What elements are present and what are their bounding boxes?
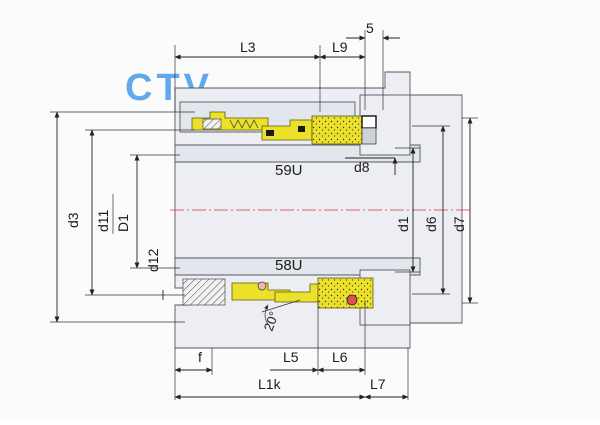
top-oring-a [266, 130, 274, 136]
bottom-drive-collar [182, 278, 226, 306]
dim-f: f [198, 349, 202, 365]
bottom-oring-a [257, 281, 267, 291]
dim-L3: L3 [240, 39, 256, 55]
top-seat-oring [361, 115, 377, 129]
dim-d3: d3 [65, 212, 81, 228]
dim-L9: L9 [332, 39, 348, 55]
bottom-seat-oring [346, 294, 358, 306]
dim-d8: d8 [354, 159, 370, 175]
top-seal-face [311, 115, 363, 145]
dim-L7: L7 [370, 376, 386, 392]
top-pin-block [202, 118, 222, 130]
dim-d6: d6 [423, 216, 439, 232]
dim-D1: D1 [115, 214, 131, 232]
top-spring-icon [229, 119, 259, 129]
dim-d11: d11 [95, 209, 111, 232]
dim-L6: L6 [332, 349, 348, 365]
top-stationary-seat [361, 127, 377, 145]
dim-L5: L5 [283, 349, 299, 365]
dim-d12: d12 [145, 248, 161, 272]
dim-L1k: L1k [258, 376, 282, 392]
bottom-seal-face [317, 277, 374, 309]
dim-d7: d7 [451, 216, 467, 232]
dim-5: 5 [366, 20, 374, 36]
dim-angle-20: 20° [261, 309, 282, 333]
dim-d1: d1 [395, 216, 411, 232]
label-58U: 58U [275, 257, 303, 274]
top-oring-b [298, 126, 305, 132]
label-59U: 59U [275, 162, 303, 179]
shaft-band-bottom [174, 257, 421, 276]
